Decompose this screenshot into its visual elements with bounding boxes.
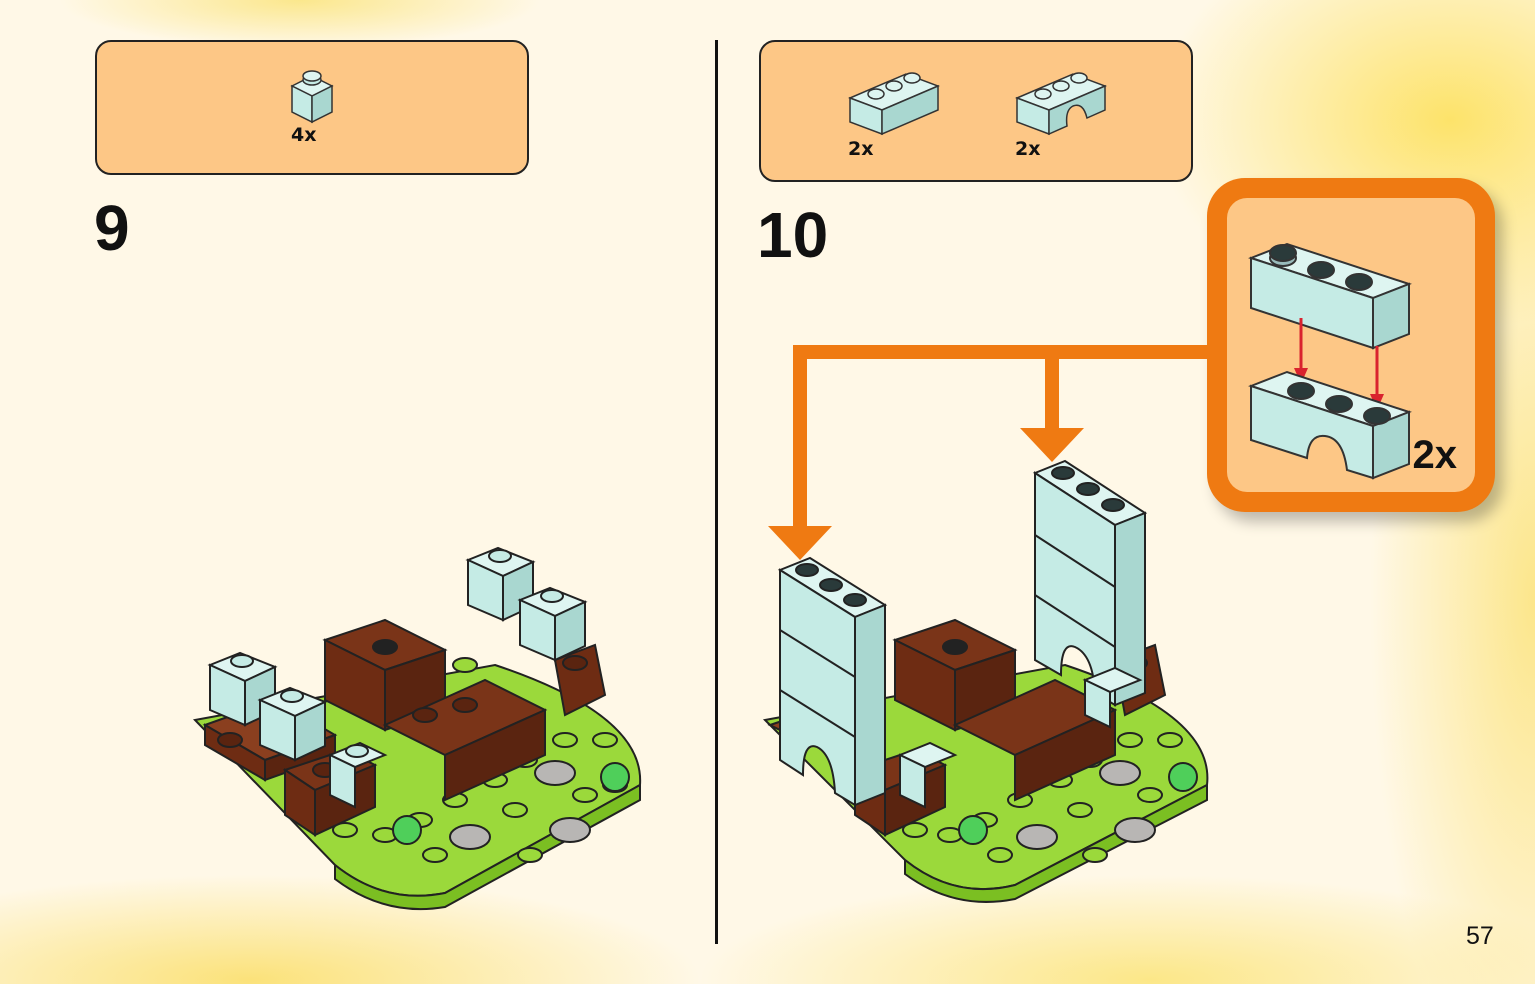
subassembly-diagram xyxy=(1248,242,1412,480)
page-divider xyxy=(715,40,718,944)
brick-1x1-icon xyxy=(290,70,334,124)
brick-1x3-icon xyxy=(847,72,941,136)
step-number-9: 9 xyxy=(94,192,130,264)
parts-list-step-9: 4x xyxy=(95,40,529,175)
arch-brick-1x3-icon xyxy=(1014,72,1108,136)
part-quantity: 2x xyxy=(848,138,874,160)
callout-quantity: 2x xyxy=(1412,433,1458,477)
parts-list-step-10: 2x 2x xyxy=(759,40,1193,182)
step-9-model-illustration xyxy=(192,546,642,911)
part-quantity: 2x xyxy=(1015,138,1041,160)
step-number-10: 10 xyxy=(757,199,829,271)
page-number: 57 xyxy=(1466,922,1494,950)
part-quantity: 4x xyxy=(291,124,317,146)
callout-panel: 2x xyxy=(1227,198,1475,492)
subassembly-callout: 2x xyxy=(1207,178,1495,512)
step-10-model-illustration xyxy=(762,459,1209,903)
